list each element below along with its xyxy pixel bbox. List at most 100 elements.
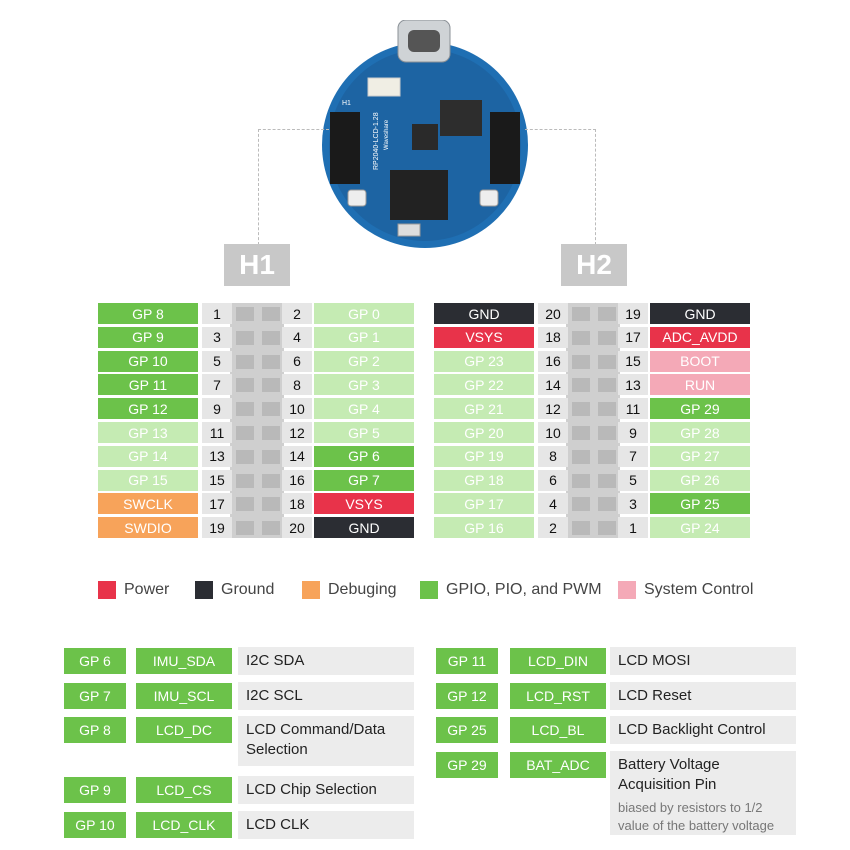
legend-label: Ground [221,581,275,598]
h2-pin-hole [572,330,590,345]
h2-left-label: GP 19 [434,445,534,467]
h1-pin-hole [262,330,280,345]
h1-right-label: GP 5 [314,422,414,443]
h1-pin-hole [236,473,254,488]
h2-pin-hole [572,473,590,488]
h1-right-pin-number: 20 [282,517,312,539]
left_table-description-text: I2C SDA [246,652,305,669]
legend-swatch [420,581,438,599]
h1-left-pin-number: 15 [202,469,232,491]
left_table-gp-cell: GP 7 [64,682,126,709]
legend-item: Debuging [302,581,397,599]
legend-swatch [302,581,320,599]
h1-pin-hole [236,426,254,440]
left_table-function-cell: LCD_CS [136,777,232,803]
h2-left-pin-number: 14 [538,374,568,396]
legend-item: System Control [618,581,753,599]
right_table-description-cell: LCD Backlight Control [610,716,796,744]
h2-header-body [566,303,620,538]
h1-left-pin-number: 13 [202,445,232,467]
right_table-description-text: LCD Reset [618,686,692,704]
h2-right-label: ADC_AVDD [650,326,750,348]
h1-right-label: VSYS [314,493,414,515]
h2-pin-hole [598,521,616,536]
h2-left-pin-number: 6 [538,469,568,491]
left_table-description-cell: LCD Chip Selection [238,776,414,804]
h1-left-pin-number: 11 [202,422,232,443]
h2-pin-hole [572,402,590,417]
left_table-gp-cell: GP 6 [64,648,126,674]
h1-pin-hole [236,307,254,321]
h1-right-pin-number: 16 [282,469,312,491]
h1-pin-hole [236,521,254,536]
h2-left-pin-number: 10 [538,422,568,443]
h2-left-label: GND [434,303,534,324]
h1-left-label: GP 11 [98,374,198,396]
h2-left-pin-number: 2 [538,517,568,539]
left_table-description-cell: I2C SDA [238,647,414,675]
h1-pin-hole [262,449,280,464]
h1-left-pin-number: 7 [202,374,232,396]
h1-left-pin-number: 3 [202,326,232,348]
h1-right-label: GP 3 [314,374,414,396]
legend-item: GPIO, PIO, and PWM [420,581,602,599]
right_table-description-cell: LCD Reset [610,681,796,710]
h2-right-label: GP 24 [650,517,750,539]
h1-right-pin-number: 18 [282,493,312,515]
h2-left-label: GP 17 [434,493,534,515]
h2-left-pin-number: 18 [538,326,568,348]
h2-left-pin-number: 12 [538,398,568,420]
h1-header-body [230,303,284,538]
h1-connector-line [258,129,329,245]
h1-left-pin-number: 17 [202,493,232,515]
h2-pin-hole [598,354,616,369]
h2-pin-hole [598,426,616,440]
h1-left-pin-number: 9 [202,398,232,420]
h2-header-tag: H2 [561,244,627,286]
legend-item: Power [98,581,169,599]
h2-left-label: GP 20 [434,422,534,443]
h1-pin-hole [236,402,254,417]
legend-swatch [98,581,116,599]
h2-pin-hole [572,378,590,393]
left_table-function-cell: LCD_CLK [136,811,232,838]
h1-right-pin-number: 8 [282,374,312,396]
right_table-gp-cell: GP 12 [436,682,498,709]
h1-right-label: GP 2 [314,350,414,372]
h2-pin-hole [598,473,616,488]
h1-right-label: GP 7 [314,469,414,491]
h2-pin-hole [572,307,590,321]
h1-left-label: GP 8 [98,303,198,324]
h1-pin-hole [262,378,280,393]
left_table-gp-cell: GP 10 [64,811,126,838]
legend-swatch [195,581,213,599]
h1-pin-hole [262,521,280,536]
h2-left-label: GP 22 [434,374,534,396]
legend-item: Ground [195,581,274,599]
h2-left-pin-number: 20 [538,303,568,324]
h2-right-pin-number: 17 [618,326,648,348]
h2-left-label: GP 21 [434,398,534,420]
h1-left-pin-number: 19 [202,517,232,539]
left_table-description-cell: I2C SCL [238,681,414,710]
left_table-function-cell: IMU_SCL [136,682,232,709]
right_table-gp-cell: GP 29 [436,751,498,778]
h2-right-label: GND [650,303,750,324]
h2-left-pin-number: 8 [538,445,568,467]
left_table-gp-cell: GP 9 [64,777,126,803]
h2-pin-hole [598,449,616,464]
left_table-description-text: I2C SCL [246,686,303,704]
h2-right-label: GP 27 [650,445,750,467]
h2-right-pin-number: 11 [618,398,648,420]
left_table-function-cell: IMU_SDA [136,648,232,674]
legend-swatch [618,581,636,599]
h2-right-pin-number: 15 [618,350,648,372]
left_table-function-cell: LCD_DC [136,717,232,743]
h2-pin-hole [572,449,590,464]
h2-right-label: RUN [650,374,750,396]
h1-pin-hole [262,497,280,512]
right_table-description-text: Battery Voltage Acquisition Pin [618,755,720,793]
h1-pin-hole [262,354,280,369]
left_table-gp-cell: GP 8 [64,717,126,743]
h1-left-pin-number: 1 [202,303,232,324]
